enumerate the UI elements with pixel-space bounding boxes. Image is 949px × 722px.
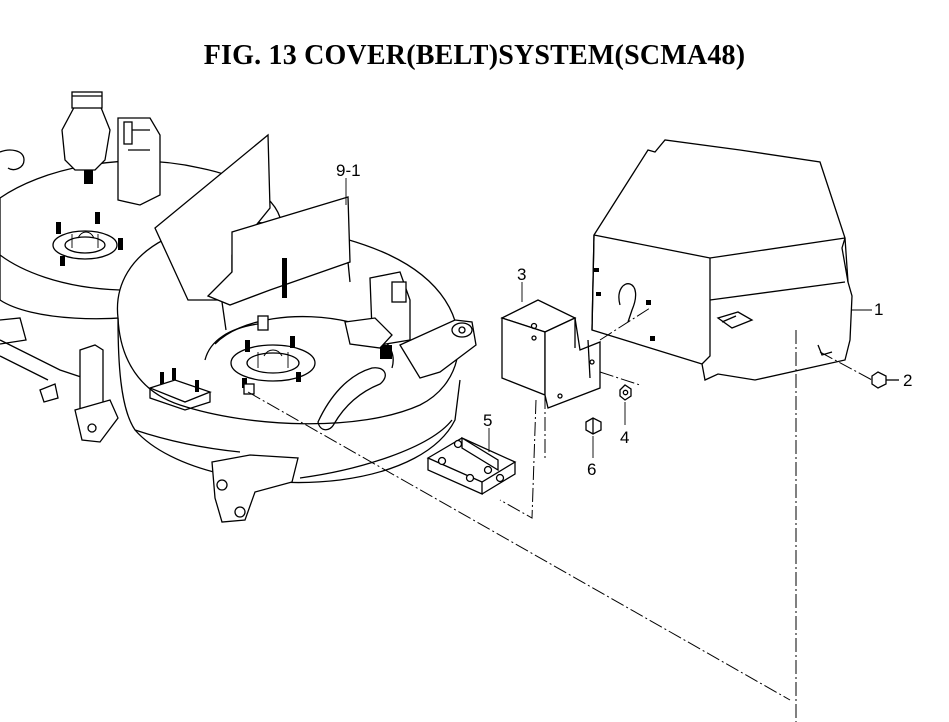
part-3-bracket: [500, 299, 601, 409]
part-5-base-plate: [426, 436, 517, 496]
callout-2: 2: [903, 371, 912, 390]
part-6-bolt: [585, 417, 602, 435]
mower-deck: [0, 91, 477, 523]
callout-6: 6: [587, 460, 596, 479]
assembly-center-lines: [247, 307, 873, 722]
figure-title: FIG. 13 COVER(BELT)SYSTEM(SCMA48): [203, 40, 746, 71]
callout-9-1: 9-1: [336, 161, 361, 180]
part-1-belt-cover: [591, 139, 853, 381]
callout-3: 3: [517, 265, 526, 284]
callout-4: 4: [620, 428, 629, 447]
leader-lines: [345, 178, 872, 458]
callout-1: 1: [874, 300, 883, 319]
part-4-nut: [619, 384, 632, 401]
callout-5: 5: [483, 411, 492, 430]
callout-labels: 9-1 1 2 3 4 5 6: [336, 161, 912, 479]
part-2-nut: [871, 371, 899, 389]
